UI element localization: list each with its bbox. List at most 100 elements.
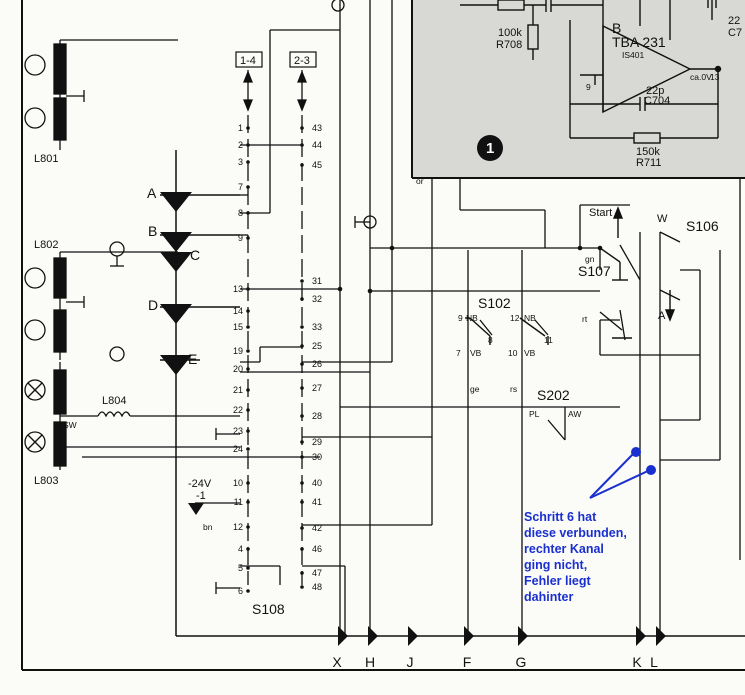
pin-28: 28 <box>312 411 322 421</box>
pin-5: 5 <box>238 563 243 573</box>
annotation-line-1: Schritt 6 hat <box>524 510 597 524</box>
output-k: K <box>632 654 642 670</box>
pin-25: 25 <box>312 341 322 351</box>
node-c: C <box>190 247 200 263</box>
ground-triangle <box>188 503 204 515</box>
ic-dc-level: ca.0V <box>690 72 712 82</box>
pin-20: 20 <box>233 364 243 374</box>
node-a: A <box>147 185 157 201</box>
ic-pin-13: 13 <box>710 72 720 82</box>
pin-44: 44 <box>312 140 322 150</box>
coils-group <box>24 39 320 470</box>
s102-vb-1: VB <box>470 348 482 358</box>
s102-pin-12: 12 <box>510 313 520 323</box>
pin-33: 33 <box>312 322 322 332</box>
label-rs: rs <box>510 384 517 394</box>
s102-vb-2: VB <box>524 348 536 358</box>
switch-s106: S106 <box>686 218 719 234</box>
s102-nb-2: NB <box>524 313 536 323</box>
pin-24: 24 <box>233 444 243 454</box>
r711-value: 150k <box>636 146 660 158</box>
s102-pin-11: 11 <box>544 335 553 345</box>
label-ge: ge <box>470 384 480 394</box>
marker-circle <box>477 135 503 161</box>
pin-29: 29 <box>312 437 322 447</box>
node-e: E <box>188 351 197 367</box>
pin-2: 2 <box>238 140 243 150</box>
r708-value: 100k <box>498 27 522 39</box>
annotation-arrows <box>589 451 651 499</box>
label-sw: SW <box>63 420 77 430</box>
output-h: H <box>365 654 375 670</box>
ic-pin-9: 9 <box>586 82 591 92</box>
pin-30: 30 <box>312 452 322 462</box>
pin-1: 1 <box>238 123 243 133</box>
amplifier-circuit <box>460 0 722 144</box>
header-1-4: 1-4 <box>240 55 256 67</box>
pin-31: 31 <box>312 276 322 286</box>
annotation-line-4: ging nicht, <box>524 558 587 572</box>
pin-7: 7 <box>238 182 243 192</box>
ic-section: B <box>612 20 621 36</box>
switch-s102: S102 <box>478 295 511 311</box>
routing-lines <box>339 0 741 636</box>
top-right-value: 22 <box>728 15 740 27</box>
pin-15: 15 <box>233 322 243 332</box>
pin-4: 4 <box>238 544 243 554</box>
label-gn: gn <box>585 254 595 264</box>
pin-47: 47 <box>312 568 322 578</box>
pin-8: 8 <box>238 208 243 218</box>
pin-42: 42 <box>312 523 322 533</box>
pin-23: 23 <box>233 426 243 436</box>
output-l: L <box>650 654 658 670</box>
pin-41: 41 <box>312 497 322 507</box>
label-l804: L804 <box>102 395 126 407</box>
label-a: A <box>658 310 666 322</box>
header-2-3: 2-3 <box>294 55 310 67</box>
annotation-dot-k <box>631 447 641 457</box>
label-supply-pin: -1 <box>196 490 206 502</box>
top-right-ref: C7 <box>728 27 742 39</box>
marker-number: 1 <box>486 140 494 157</box>
pin-11: 11 <box>234 497 243 507</box>
label-l802: L802 <box>34 239 58 251</box>
switch-s107: S107 <box>578 263 611 279</box>
pin-48: 48 <box>312 582 322 592</box>
s102-pin-9: 9 <box>458 313 463 323</box>
output-f: F <box>463 654 472 670</box>
amplifier-shade <box>412 0 745 178</box>
label-w: W <box>657 213 668 225</box>
pin-26: 26 <box>312 359 322 369</box>
s102-pin-8: 8 <box>488 335 493 345</box>
r711-ref: R711 <box>636 157 661 169</box>
pin-45: 45 <box>312 160 322 170</box>
pin-46: 46 <box>312 544 322 554</box>
switch-symbols <box>465 206 676 345</box>
annotation-line-6: dahinter <box>524 590 573 604</box>
node-b: B <box>148 223 157 239</box>
node-triangles <box>160 192 192 375</box>
output-j: J <box>407 654 414 670</box>
label-pl: PL <box>529 409 540 419</box>
pin-6: 6 <box>238 586 243 596</box>
pin-21: 21 <box>233 385 243 395</box>
annotation-dot-l <box>646 465 656 475</box>
pin-3: 3 <box>238 157 243 167</box>
output-arrows <box>338 626 666 646</box>
s102-pin-10: 10 <box>508 348 518 358</box>
bus-lines <box>160 150 745 637</box>
s108-contacts <box>195 29 432 636</box>
output-x: X <box>332 654 342 670</box>
label-l801: L801 <box>34 153 58 165</box>
label-aw: AW <box>568 409 581 419</box>
switch-s202: S202 <box>537 387 570 403</box>
ic-name: TBA 231 <box>612 34 666 50</box>
node-d: D <box>148 297 158 313</box>
label-l803: L803 <box>34 475 58 487</box>
